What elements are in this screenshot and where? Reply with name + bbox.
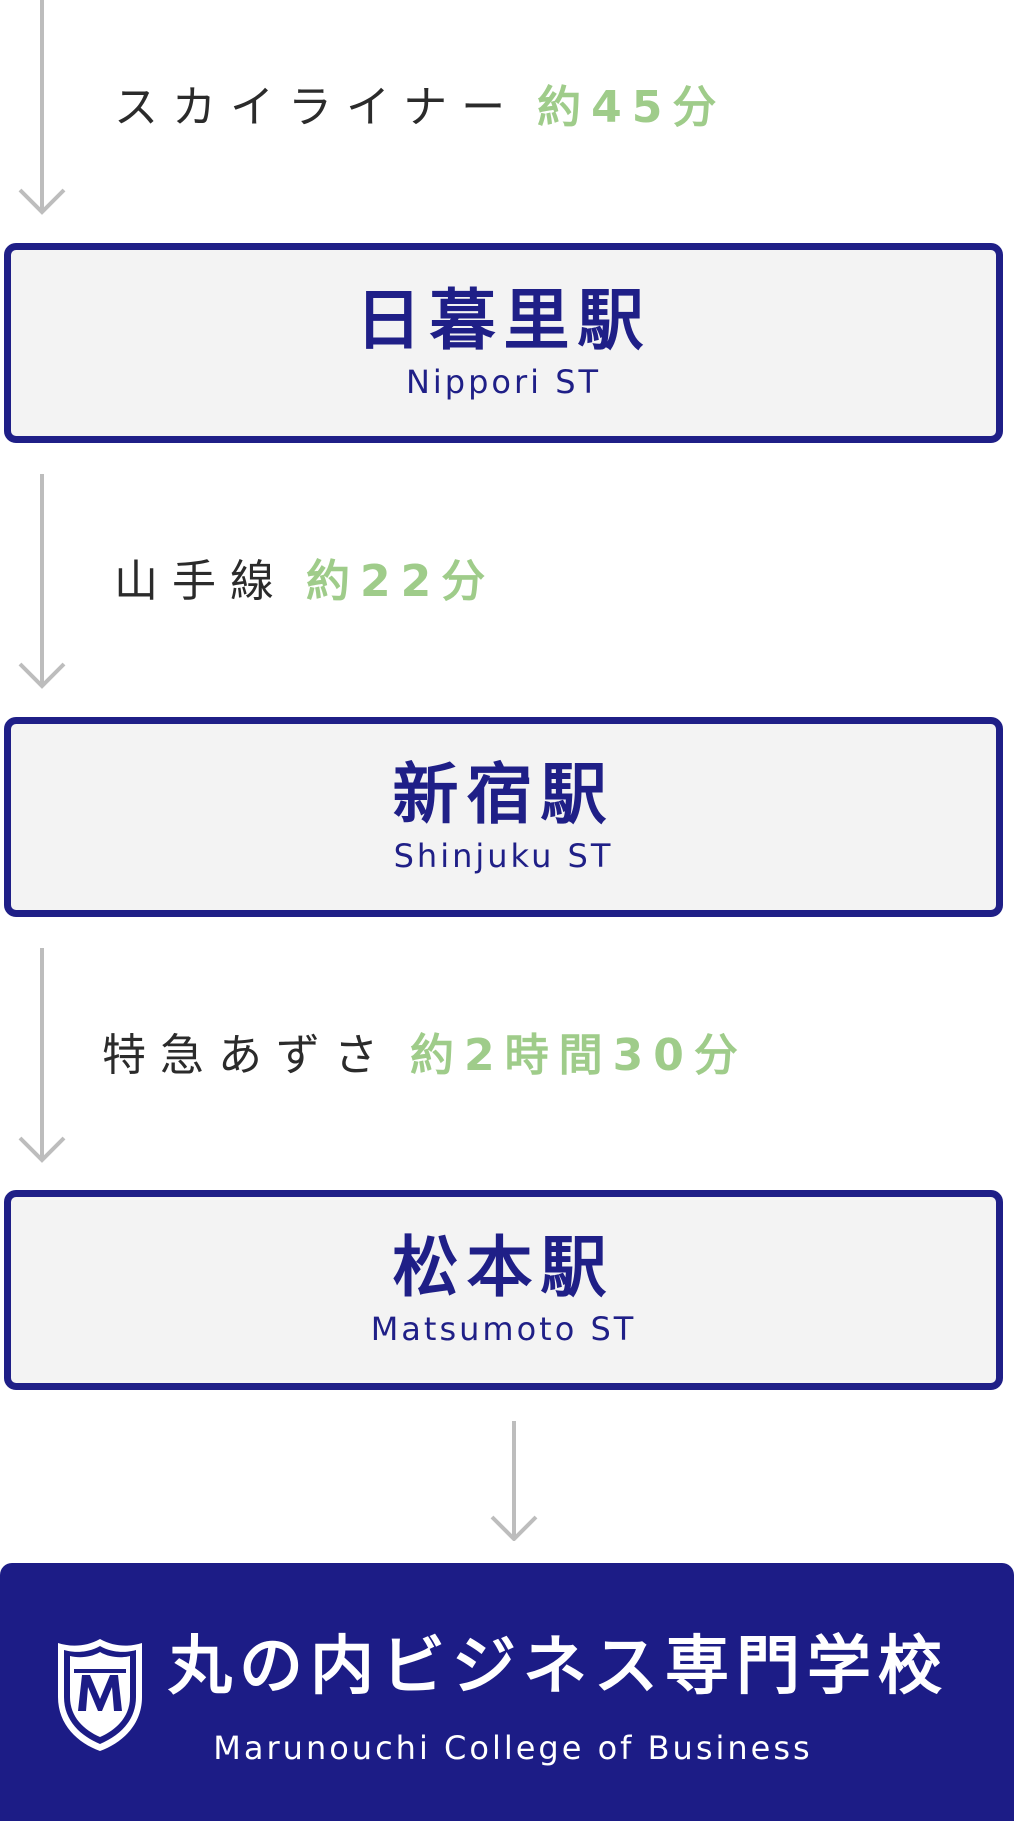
- leg-3-time: 約2時間30分: [410, 1030, 748, 1081]
- destination-school-banner: 丸の内ビジネス専門学校 Marunouchi College of Busine…: [0, 1563, 1014, 1821]
- leg-2-time: 約22分: [306, 556, 496, 607]
- leg-3: 特急あずさ約2時間30分: [102, 1034, 748, 1078]
- arrow-down-icon: [14, 474, 70, 694]
- station-shinjuku: 新宿駅 Shinjuku ST: [4, 717, 1003, 917]
- station-name: 新宿駅: [392, 756, 615, 833]
- leg-1-line: スカイライナー: [114, 82, 520, 133]
- station-name-en: Matsumoto ST: [370, 1310, 637, 1349]
- station-name: 松本駅: [392, 1229, 615, 1306]
- station-nippori: 日暮里駅 Nippori ST: [4, 243, 1003, 443]
- station-name-en: Shinjuku ST: [393, 837, 614, 876]
- leg-2: 山手線約22分: [114, 560, 495, 604]
- destination-name: 丸の内ビジネス専門学校: [168, 1630, 949, 1704]
- station-matsumoto: 松本駅 Matsumoto ST: [4, 1190, 1003, 1390]
- arrow-down-icon: [14, 0, 70, 220]
- arrow-down-icon: [486, 1421, 542, 1541]
- leg-2-line: 山手線: [114, 556, 288, 607]
- leg-1: スカイライナー約45分: [114, 86, 726, 130]
- destination-name-en: Marunouchi College of Business: [213, 1729, 813, 1767]
- leg-3-line: 特急あずさ: [102, 1030, 392, 1081]
- station-name-en: Nippori ST: [405, 363, 602, 402]
- station-name: 日暮里駅: [355, 282, 652, 359]
- shield-emblem-icon: [52, 1635, 148, 1759]
- arrow-down-icon: [14, 948, 70, 1168]
- leg-1-time: 約45分: [537, 82, 727, 133]
